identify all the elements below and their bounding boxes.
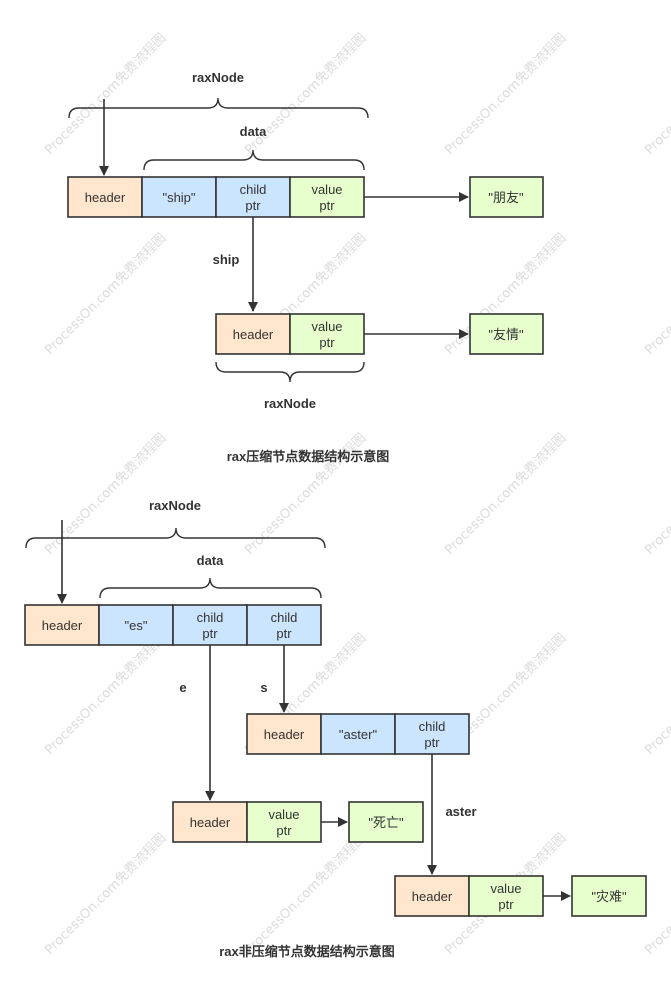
header-cell-label: header: [233, 327, 274, 342]
raxnode-aster: header "aster" child ptr: [246, 713, 470, 755]
raxnode-e-leaf: header value ptr: [172, 801, 322, 843]
watermark-text: ProcessOn.com免费流程图: [642, 31, 671, 158]
child-ptr-label-line1: child: [419, 719, 446, 734]
watermark-text: ProcessOn.com免费流程图: [42, 231, 169, 358]
child-ptr-label-line2: ptr: [245, 198, 261, 213]
child-ptr-cell: child ptr: [172, 604, 248, 646]
value-ptr-label-line2: ptr: [319, 335, 335, 350]
brace-label-raxnode: raxNode: [264, 396, 316, 411]
watermark-text: ProcessOn.com免费流程图: [642, 431, 671, 558]
watermark-text: ProcessOn.com免费流程图: [42, 31, 169, 158]
watermark-text: ProcessOn.com免费流程图: [242, 831, 369, 958]
brace-raxnode-top: [68, 97, 369, 119]
header-cell-label: header: [85, 190, 126, 205]
data-cell-label: "ship": [162, 190, 195, 205]
header-cell: header: [172, 801, 248, 843]
brace-label-data: data: [240, 124, 268, 139]
brace-label-raxnode: raxNode: [149, 498, 201, 513]
value-ptr-label-line1: value: [311, 319, 342, 334]
value-ptr-label-line2: ptr: [319, 198, 335, 213]
value-ptr-cell: value ptr: [468, 875, 544, 917]
edge-label-s: s: [260, 680, 267, 695]
value-box: "朋友": [469, 176, 544, 218]
value-box: "灾难": [571, 875, 647, 917]
diagram-caption: rax非压缩节点数据结构示意图: [219, 944, 395, 959]
child-ptr-label-line1: child: [197, 610, 224, 625]
uncompressed-node-diagram: raxNode data header "es" child ptr child: [24, 498, 647, 959]
data-cell: "aster": [320, 713, 396, 755]
child-ptr-label-line1: child: [240, 182, 267, 197]
header-cell-label: header: [264, 727, 305, 742]
edge-label-ship: ship: [213, 252, 240, 267]
value-ptr-cell: value ptr: [246, 801, 322, 843]
watermark-text: ProcessOn.com免费流程图: [442, 31, 569, 158]
brace-label-data: data: [197, 553, 225, 568]
header-cell: header: [394, 875, 470, 917]
raxnode-uncompressed: header "es" child ptr child ptr: [24, 604, 322, 646]
diagram-caption: rax压缩节点数据结构示意图: [227, 449, 390, 464]
watermark-text: ProcessOn.com免费流程图: [642, 231, 671, 358]
data-cell: "es": [98, 604, 174, 646]
compressed-node-diagram: raxNode data header "ship" child ptr: [67, 70, 544, 464]
edge-label-e: e: [179, 680, 186, 695]
brace-data-top: [99, 577, 322, 599]
header-cell: header: [67, 176, 143, 218]
watermark-text: ProcessOn.com免费流程图: [642, 631, 671, 758]
child-ptr-cell: child ptr: [246, 604, 322, 646]
watermark-text: ProcessOn.com免费流程图: [42, 831, 169, 958]
value-ptr-label-line2: ptr: [276, 823, 292, 838]
data-cell-label: "es": [125, 618, 148, 633]
value-ptr-cell: value ptr: [289, 313, 365, 355]
brace-raxnode-top: [25, 527, 326, 549]
value-ptr-label-line1: value: [268, 807, 299, 822]
brace-raxnode-bottom: [215, 361, 365, 383]
child-ptr-label-line2: ptr: [276, 626, 292, 641]
header-cell: header: [24, 604, 100, 646]
value-box-label: "友情": [488, 327, 524, 342]
data-cell: "ship": [141, 176, 217, 218]
child-ptr-label-line2: ptr: [424, 735, 440, 750]
watermark-text: ProcessOn.com免费流程图: [42, 631, 169, 758]
value-box-label: "朋友": [488, 190, 524, 205]
value-box: "友情": [469, 313, 544, 355]
header-cell: header: [215, 313, 291, 355]
edge-label-aster: aster: [445, 804, 476, 819]
header-cell: header: [246, 713, 322, 755]
child-ptr-label-line2: ptr: [202, 626, 218, 641]
value-ptr-label-line2: ptr: [498, 897, 514, 912]
watermark-text: ProcessOn.com免费流程图: [442, 431, 569, 558]
brace-data-top: [143, 149, 365, 171]
value-box: "死亡": [348, 801, 424, 843]
raxnode-aster-leaf: header value ptr: [394, 875, 544, 917]
child-ptr-cell: child ptr: [215, 176, 291, 218]
data-cell-label: "aster": [339, 727, 378, 742]
raxnode-leaf: header value ptr: [215, 313, 365, 355]
value-ptr-cell: value ptr: [289, 176, 365, 218]
header-cell-label: header: [42, 618, 83, 633]
child-ptr-cell: child ptr: [394, 713, 470, 755]
header-cell-label: header: [412, 889, 453, 904]
value-ptr-label-line1: value: [311, 182, 342, 197]
raxnode-compressed: header "ship" child ptr value ptr: [67, 176, 365, 218]
value-box-label: "灾难": [591, 889, 627, 904]
value-ptr-label-line1: value: [490, 881, 521, 896]
brace-label-raxnode: raxNode: [192, 70, 244, 85]
value-box-label: "死亡": [368, 815, 404, 830]
child-ptr-label-line1: child: [271, 610, 298, 625]
header-cell-label: header: [190, 815, 231, 830]
